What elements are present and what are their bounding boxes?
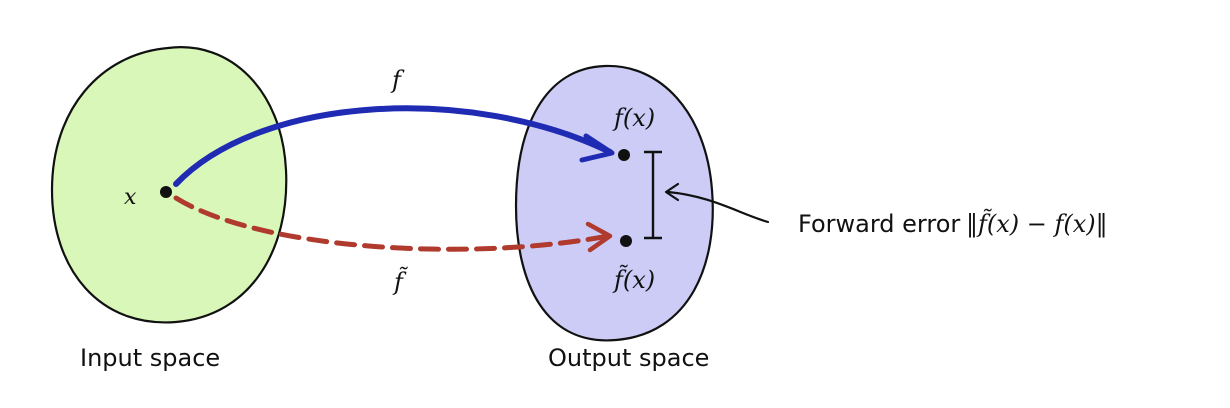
- input-space-label: Input space: [80, 344, 220, 372]
- input-point-dot: [160, 186, 172, 198]
- f-arrow: [173, 105, 613, 187]
- forward-error-text: Forward error: [798, 210, 960, 238]
- f-tilde-arrowhead: [585, 221, 613, 253]
- forward-error-formula: ‖f̃(x) − f(x)‖: [966, 209, 1108, 239]
- f-label: f: [390, 66, 405, 94]
- f-tilde-arrow: [173, 195, 611, 252]
- f-of-x-dot: [618, 149, 630, 161]
- input-space-region: [50, 46, 288, 324]
- f-tilde-of-x-label: f̃(x): [612, 265, 655, 294]
- input-point-label: x: [124, 185, 137, 210]
- error-pointer-arrow: [666, 190, 770, 224]
- error-pointer-arrowhead: [664, 182, 680, 202]
- f-tilde-label: f̃: [392, 267, 409, 296]
- f-tilde-of-x-dot: [620, 235, 632, 247]
- output-space-label: Output space: [548, 344, 709, 372]
- f-arrowhead: [579, 133, 615, 163]
- f-of-x-label: f(x): [612, 104, 655, 132]
